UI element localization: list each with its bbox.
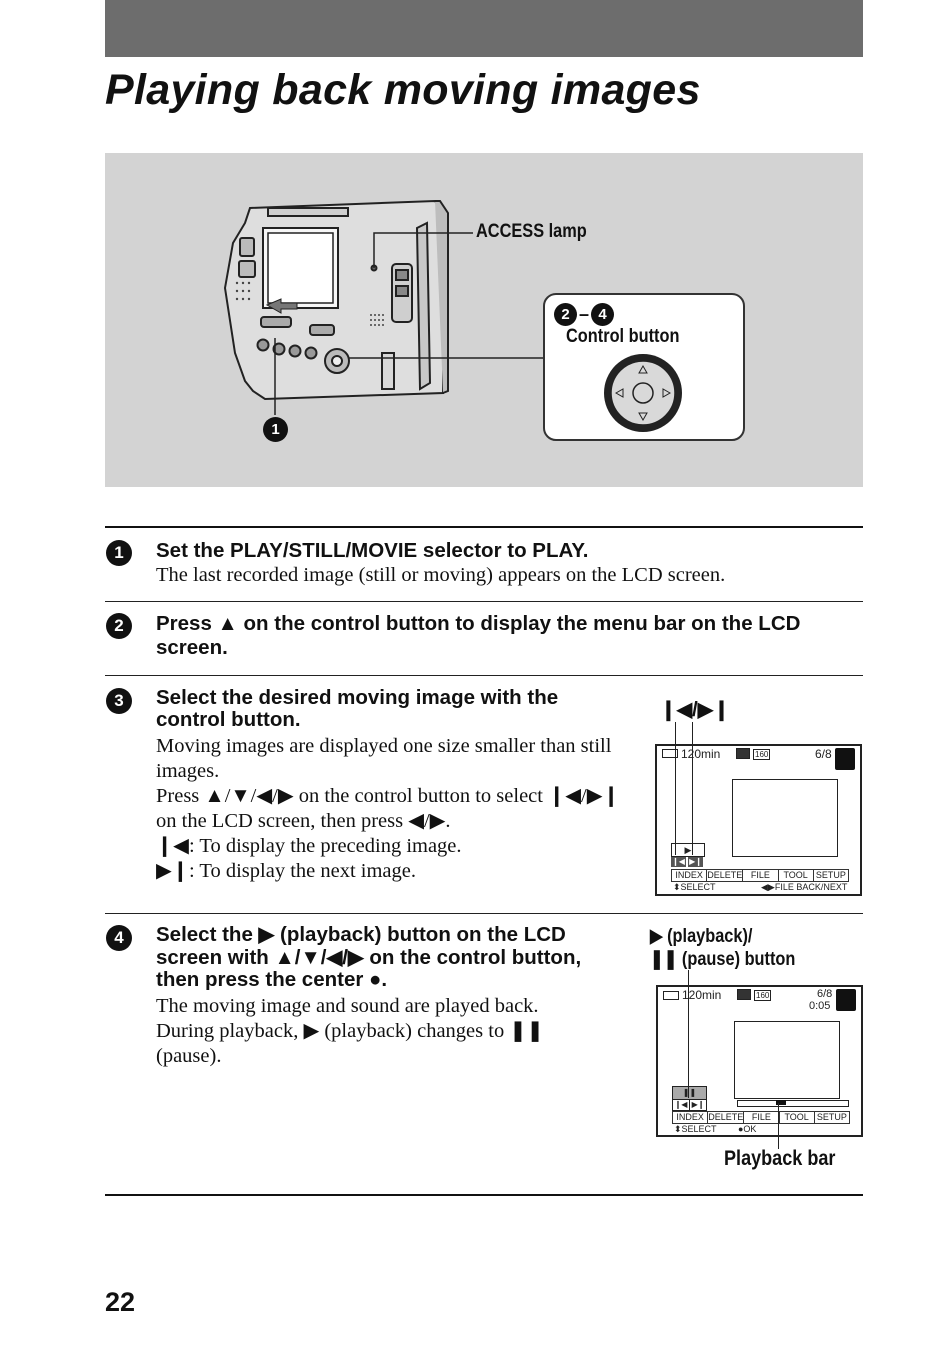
- moving-image-frame: [734, 1021, 840, 1099]
- callout-leaders: [274, 232, 545, 415]
- callout-1-badge: 1: [263, 417, 288, 442]
- camera-drawing: [223, 199, 449, 401]
- lcd-menu-bar: INDEX DELETE FILE TOOL SETUP: [671, 869, 849, 882]
- step-number-badge: 2: [106, 613, 132, 639]
- playback-position-marker: [776, 1100, 786, 1105]
- leader-line: [675, 722, 676, 855]
- divider: [105, 913, 863, 914]
- image-counter: 6/8: [815, 747, 832, 761]
- step-body-text: The last recorded image (still or moving…: [156, 564, 726, 586]
- moving-image-frame: [732, 779, 838, 857]
- access-lamp-label: ACCESS lamp: [476, 221, 587, 242]
- film-icon: [737, 989, 751, 1000]
- step-heading: Select the ▶ (playback) button on the LC…: [156, 923, 582, 991]
- battery-remaining: 120min: [681, 747, 721, 761]
- step-body-text: Moving images are displayed one size sma…: [156, 735, 612, 782]
- step-number-badge: 2: [554, 303, 577, 326]
- step-number-badge: 3: [106, 688, 132, 714]
- divider: [105, 675, 863, 676]
- step-number-badge: 1: [106, 540, 132, 566]
- menu-tool[interactable]: TOOL: [780, 1112, 815, 1123]
- step-body-text: The moving image and sound are played ba…: [156, 995, 539, 1017]
- lcd-menu-bar: INDEX DELETE FILE TOOL SETUP: [672, 1111, 850, 1124]
- divider: [105, 1194, 863, 1196]
- control-button-icon: [604, 354, 682, 432]
- menu-setup[interactable]: SETUP: [815, 870, 846, 880]
- battery-icon: [662, 749, 678, 758]
- step-body-text: ❙◀: To display the preceding image.: [156, 835, 462, 857]
- control-button-label: Control button: [566, 326, 680, 347]
- menu-index[interactable]: INDEX: [673, 1112, 709, 1123]
- image-size: 160: [753, 749, 771, 760]
- header-bar: [105, 0, 863, 57]
- playback-button[interactable]: ▶: [671, 843, 705, 857]
- lcd-screen-step4: 120min 160 6/8 0:05 ❚❚ ❙◀ ▶❙ INDEX DELET…: [656, 985, 863, 1137]
- pause-button-label: ❚❚ (pause) button: [650, 949, 796, 970]
- page-number: 22: [105, 1287, 136, 1317]
- menu-tool[interactable]: TOOL: [779, 870, 814, 881]
- step-heading: Select the desired moving image with the…: [156, 686, 559, 731]
- menu-file[interactable]: FILE: [744, 1112, 780, 1123]
- menu-setup[interactable]: SETUP: [816, 1112, 847, 1122]
- lcd-screen-step3: 120min 160 6/8 ▶ ❙◀ ▶❙ INDEX DELETE FILE…: [655, 744, 862, 896]
- divider: [105, 601, 863, 602]
- divider: [105, 526, 863, 528]
- step-heading: Set the PLAY/STILL/MOVIE selector to PLA…: [156, 539, 589, 562]
- memory-stick-icon: [836, 989, 856, 1011]
- prev-next-label: ❙◀/▶❙: [660, 699, 730, 721]
- memory-stick-icon: [835, 748, 855, 770]
- camera-illustration: [223, 199, 745, 441]
- leader-line: [688, 970, 689, 1098]
- hint-select: ⬍SELECT: [674, 1124, 717, 1134]
- film-icon: [736, 748, 750, 759]
- image-size: 160: [754, 990, 772, 1001]
- page-title: Playing back moving images: [105, 66, 701, 114]
- menu-delete[interactable]: DELETE: [707, 870, 744, 881]
- playback-bar: [737, 1100, 849, 1107]
- next-image-button[interactable]: ▶❙: [689, 1099, 707, 1111]
- control-callout-steps: 2 – 4: [554, 303, 615, 326]
- step-number-badge: 4: [106, 925, 132, 951]
- hint-select: ⬍SELECT: [673, 882, 716, 892]
- hint-file-back-next: ◀▶FILE BACK/NEXT: [761, 882, 848, 892]
- playback-button-label: ▶ (playback)/: [650, 926, 753, 947]
- playback-bar-label: Playback bar: [724, 1147, 836, 1170]
- step-number-badge: 4: [591, 303, 615, 326]
- pause-button[interactable]: ❚❚: [672, 1086, 707, 1100]
- menu-file[interactable]: FILE: [743, 870, 779, 881]
- menu-delete[interactable]: DELETE: [708, 1112, 745, 1123]
- range-dash: –: [579, 304, 590, 324]
- camera-illustration-panel: ACCESS lamp 2 – 4 Control button 1: [105, 153, 863, 487]
- image-counter: 6/8: [817, 988, 833, 1000]
- battery-remaining: 120min: [682, 988, 722, 1002]
- menu-index[interactable]: INDEX: [672, 870, 708, 881]
- prev-image-button[interactable]: ❙◀: [672, 1099, 690, 1111]
- hint-ok: ●OK: [738, 1124, 757, 1134]
- step-body-text: During playback, ▶ (playback) changes to…: [156, 1020, 544, 1067]
- leader-line: [692, 722, 693, 855]
- leader-line: [778, 1103, 779, 1149]
- playback-time: 0:05: [809, 1000, 831, 1012]
- step-heading: Press ▲ on the control button to display…: [156, 612, 801, 659]
- next-image-button[interactable]: ▶❙: [688, 857, 703, 867]
- step-body-text: Press ▲/▼/◀/▶ on the control button to s…: [156, 785, 620, 832]
- battery-icon: [663, 991, 679, 1000]
- step-body-text: ▶❙: To display the next image.: [156, 860, 417, 882]
- prev-image-button[interactable]: ❙◀: [671, 857, 686, 867]
